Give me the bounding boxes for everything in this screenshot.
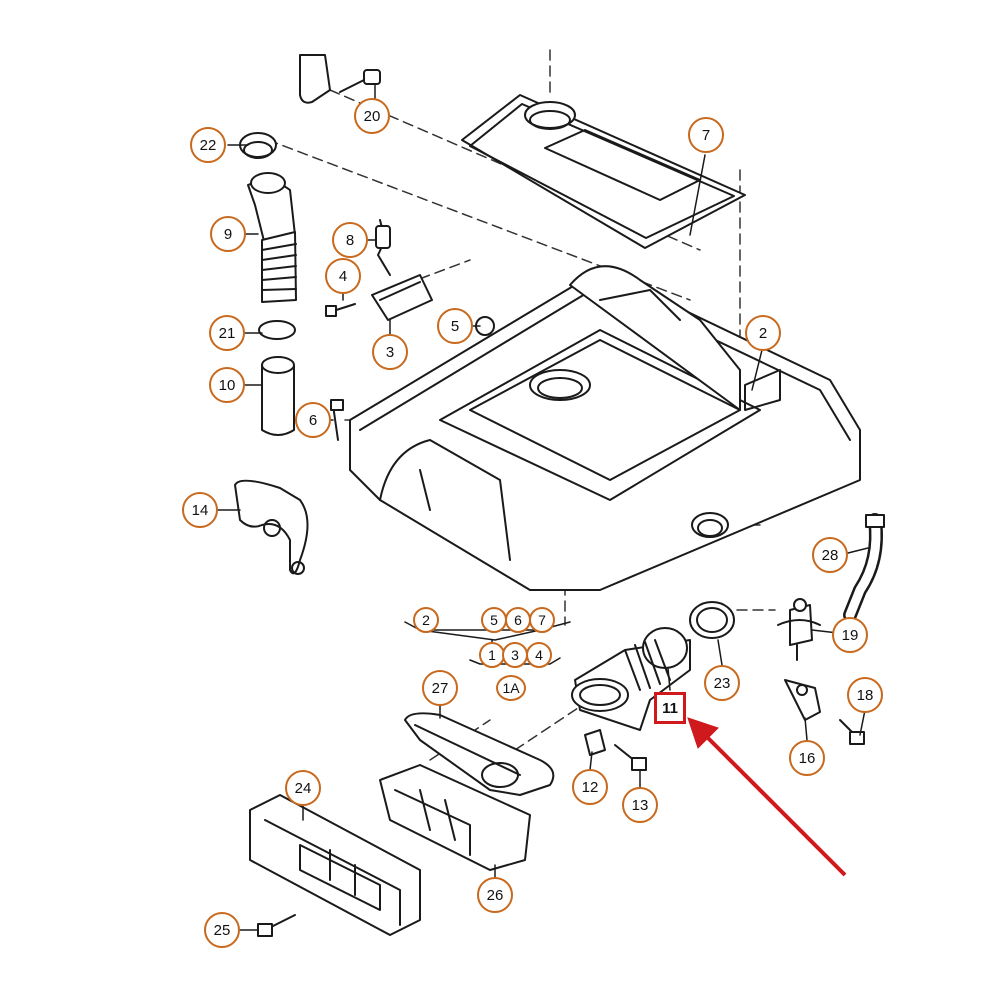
callout-25: 25 bbox=[204, 912, 240, 948]
callout-26: 26 bbox=[477, 877, 513, 913]
group-label-3: 3 bbox=[502, 642, 528, 668]
clip-bracket bbox=[784, 679, 821, 721]
group-label-2: 2 bbox=[413, 607, 439, 633]
callout-12: 12 bbox=[572, 769, 608, 805]
callout-27: 27 bbox=[422, 670, 458, 706]
bracket-24 bbox=[249, 794, 421, 936]
tube-part bbox=[261, 356, 295, 436]
valve-part bbox=[777, 598, 821, 661]
duct-27 bbox=[404, 712, 555, 796]
callout-11-highlighted: 11 bbox=[654, 692, 686, 724]
group-label-1A: 1A bbox=[496, 675, 526, 701]
callout-6: 6 bbox=[295, 402, 331, 438]
callout-13: 13 bbox=[622, 787, 658, 823]
callout-7: 7 bbox=[688, 117, 724, 153]
screw-13 bbox=[614, 744, 647, 771]
callout-18: 18 bbox=[847, 677, 883, 713]
callout-14: 14 bbox=[182, 492, 218, 528]
callout-21: 21 bbox=[209, 315, 245, 351]
callout-4: 4 bbox=[325, 258, 361, 294]
callout-2: 2 bbox=[745, 315, 781, 351]
callout-5: 5 bbox=[437, 308, 473, 344]
callout-28: 28 bbox=[812, 537, 848, 573]
group-label-6: 6 bbox=[505, 607, 531, 633]
bracket-26 bbox=[379, 764, 531, 871]
hose-part bbox=[239, 132, 297, 303]
bracket-shape bbox=[299, 54, 331, 104]
group-label-7: 7 bbox=[529, 607, 555, 633]
bolt-20 bbox=[339, 69, 381, 93]
callout-10: 10 bbox=[209, 367, 245, 403]
callout-19: 19 bbox=[832, 617, 868, 653]
callout-23: 23 bbox=[704, 665, 740, 701]
engine-cover bbox=[349, 265, 861, 591]
clamp-part bbox=[258, 320, 296, 340]
callout-9: 9 bbox=[210, 216, 246, 252]
callout-3: 3 bbox=[372, 334, 408, 370]
callout-20: 20 bbox=[354, 98, 390, 134]
group-label-4: 4 bbox=[526, 642, 552, 668]
bolt-25 bbox=[257, 914, 296, 937]
callout-24: 24 bbox=[285, 770, 321, 806]
intake-hose bbox=[571, 627, 691, 731]
group-label-5: 5 bbox=[481, 607, 507, 633]
bracket-plate bbox=[234, 479, 309, 575]
sensor-part bbox=[325, 219, 495, 441]
highlight-arrow bbox=[687, 717, 847, 877]
callout-22: 22 bbox=[190, 127, 226, 163]
callout-8: 8 bbox=[332, 222, 368, 258]
clip-12 bbox=[584, 729, 606, 756]
callout-16: 16 bbox=[789, 740, 825, 776]
